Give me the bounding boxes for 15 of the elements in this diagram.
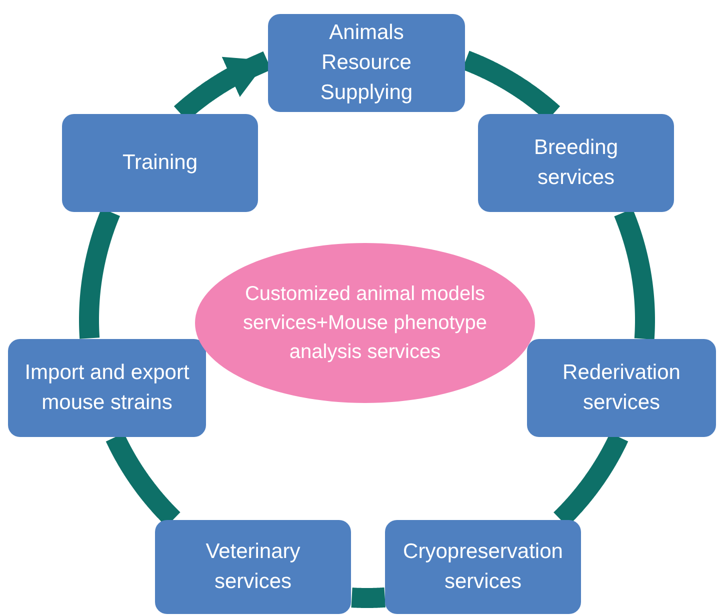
node-label: Rederivation services	[562, 360, 682, 416]
process-box	[385, 520, 581, 614]
node-label: Customized animal models services+Mouse phenotype analysis services	[242, 282, 488, 364]
process-box	[478, 114, 674, 212]
process-box	[62, 114, 258, 212]
process-box	[8, 339, 206, 437]
node-label: Cryopreservation services	[402, 539, 564, 595]
process-box	[155, 520, 351, 614]
node-label: Import and export mouse strains	[24, 360, 190, 416]
process-box	[268, 14, 465, 112]
node-label: Animals Resource Supplying	[319, 20, 414, 106]
process-box	[527, 339, 716, 437]
node-label: Breeding services	[532, 135, 620, 191]
node-label: Training	[122, 150, 198, 176]
node-label: Veterinary services	[204, 539, 302, 595]
